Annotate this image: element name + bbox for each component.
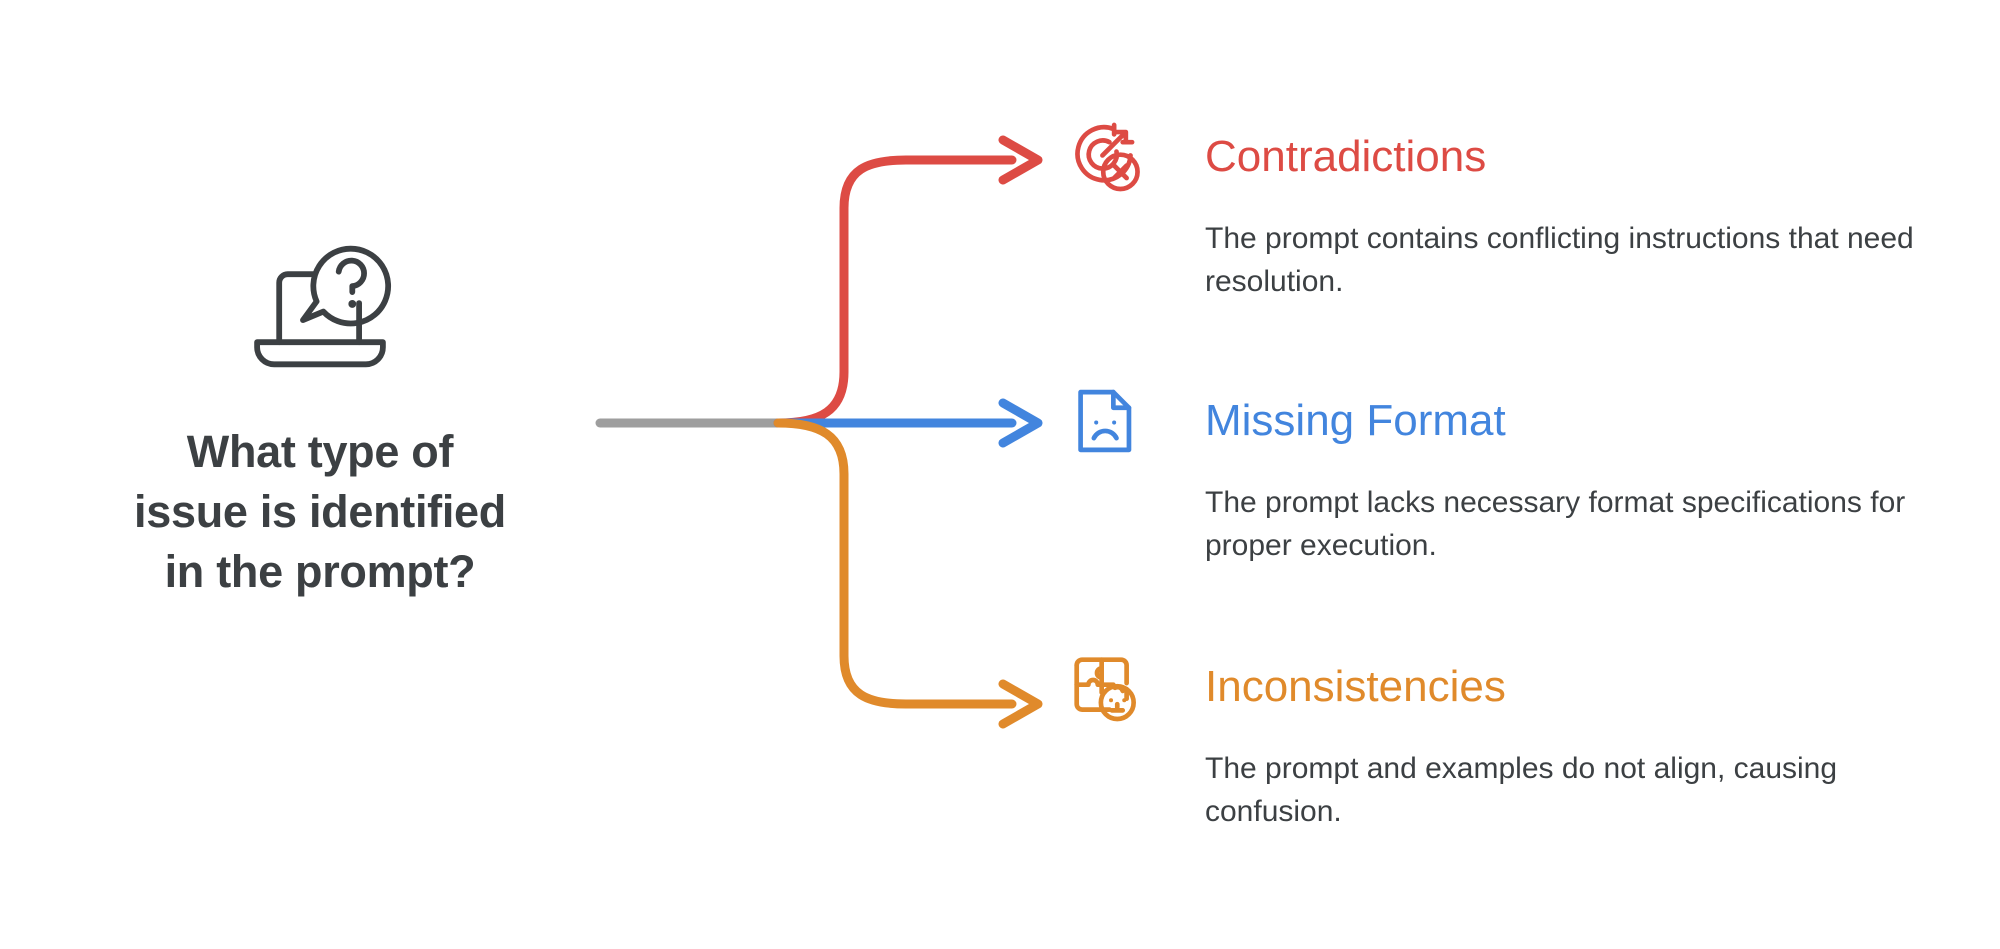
title-line-2: issue is identified [134,485,506,537]
branch-description-inconsistencies: The prompt and examples do not align, ca… [1205,752,1838,828]
branch-arrow-contradictions [998,135,1043,185]
branch-description-missing-format: The prompt lacks necessary format specif… [1205,486,1906,562]
branch-arrow-missing-format [998,398,1043,448]
puzzle-child-face-icon [1074,657,1136,722]
branch-label-inconsistencies: Inconsistencies [1205,662,1506,711]
branch-missing-format[interactable]: Missing Format The prompt lacks necessar… [1065,382,1965,567]
root-node: What type of issue is identified in the … [60,230,580,602]
branch-line-inconsistencies [773,418,1017,709]
target-arrow-error-icon [1075,122,1140,192]
branch-label-contradictions: Contradictions [1205,132,1487,181]
laptop-question-icon [254,245,392,368]
document-sad-face-icon [1078,389,1132,453]
branch-header-contradictions: Contradictions [1065,118,1965,196]
branch-contradictions[interactable]: Contradictions The prompt contains confl… [1065,118,1965,303]
title-line-3: in the prompt? [164,545,476,597]
branch-header-inconsistencies: Inconsistencies [1065,648,1965,726]
branch-arrow-inconsistencies [998,679,1043,729]
branch-header-missing-format: Missing Format [1065,382,1965,460]
title-line-1: What type of [186,426,454,477]
branch-label-missing-format: Missing Format [1205,396,1506,445]
branch-line-contradictions [773,155,1017,428]
page-title: What type of issue is identified in the … [60,422,580,602]
branch-inconsistencies[interactable]: Inconsistencies The prompt and examples … [1065,648,1965,833]
branch-description-contradictions: The prompt contains conflicting instruct… [1205,222,1914,298]
